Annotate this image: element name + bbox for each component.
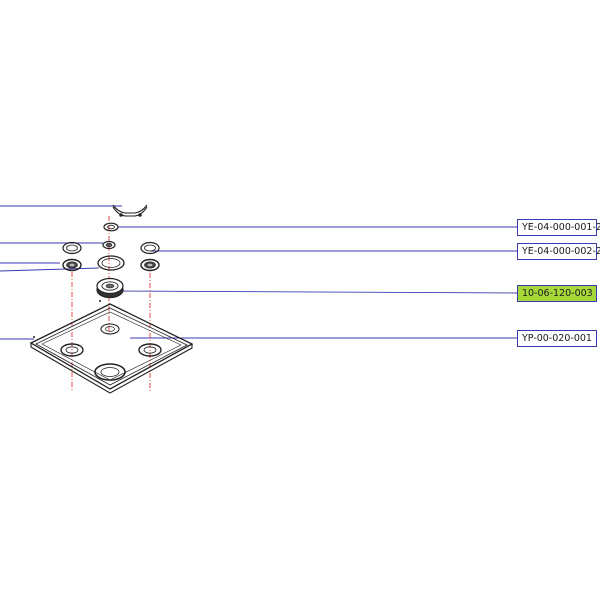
top-bracket [112,204,148,217]
cooktop-plate [29,303,194,394]
callout-10-06-120-003[interactable]: 10-06-120-003 [517,285,597,302]
callout-ye-04-000-001-2[interactable]: YE-04-000-001-2 [517,219,600,236]
left-ring-upper [62,241,82,255]
small-washer [103,222,119,232]
leader-line-10-06-120-003 [117,290,518,294]
left-ring-lower [62,258,82,272]
right-ring-lower [140,258,160,272]
center-large-ring [97,255,125,271]
callout-yp-00-020-001[interactable]: YP-00-020-001 [517,330,597,347]
small-knob-center [102,240,116,250]
callout-ye-04-000-002-2[interactable]: YE-04-000-002-2 [517,243,600,260]
leader-lines [0,205,518,340]
centerlines [71,216,151,392]
leader-line-left-4 [0,267,100,272]
right-ring-upper [140,241,160,255]
center-burner-cap [96,277,124,302]
